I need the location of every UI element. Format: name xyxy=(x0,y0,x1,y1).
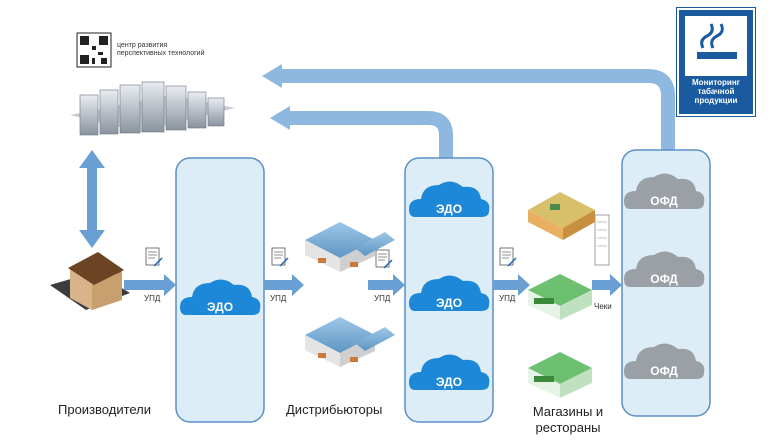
cloud-ofd-1-label: ОФД xyxy=(650,194,678,208)
cigarette-icon xyxy=(697,23,737,59)
store-illustration xyxy=(528,274,592,320)
cloud-edo-1-label: ЭДО xyxy=(435,202,463,216)
cloud-edo-1 xyxy=(409,181,490,217)
tobacco-monitoring-badge: Мониторинг табачной продукции xyxy=(677,8,755,116)
warehouse-illustration xyxy=(305,317,395,367)
qr-code-icon xyxy=(76,32,112,68)
restaurant-illustration xyxy=(528,192,595,240)
document-icon xyxy=(271,247,289,267)
double-arrow-vertical xyxy=(79,150,105,248)
arrow-producers-to-edo xyxy=(124,274,176,296)
cloud-edo-3 xyxy=(409,354,490,390)
caption-producers: Производители xyxy=(58,402,152,417)
caption-distributors: Дистрибьюторы xyxy=(286,402,383,417)
store-illustration xyxy=(528,352,592,398)
qr-spacer xyxy=(77,33,113,67)
arrow-shops-to-ofd xyxy=(592,274,622,296)
producer-building-illustration xyxy=(50,252,130,310)
document-icon xyxy=(145,247,163,267)
cloud-edo-3-label: ЭДО xyxy=(435,375,463,389)
upd-label: УПД xyxy=(270,294,287,303)
brand-text: центр развития перспективных технологий xyxy=(117,42,205,57)
data-center-illustration xyxy=(70,81,235,136)
cloud-ofd-2-label: ОФД xyxy=(650,272,678,286)
badge-title: Мониторинг табачной продукции xyxy=(692,78,740,105)
warehouse-illustration xyxy=(305,222,395,272)
return-arrow-distributors xyxy=(270,106,453,158)
cloud-edo-2-label: ЭДО xyxy=(435,296,463,310)
cloud-ofd-3 xyxy=(624,343,705,379)
upd-label: УПД xyxy=(499,294,516,303)
cloud-ofd-2 xyxy=(624,251,705,287)
brand-logo: центр развития перспективных технологий xyxy=(77,33,217,67)
document-icon xyxy=(375,249,393,269)
cloud-edo-main-label: ЭДО xyxy=(206,300,234,314)
cloud-ofd-1 xyxy=(624,173,705,209)
cloud-ofd-3-label: ОФД xyxy=(650,364,678,378)
cloud-edo-2 xyxy=(409,275,490,311)
upd-label: УПД xyxy=(374,294,391,303)
arrow-distributors-to-edo xyxy=(368,274,405,296)
document-icon xyxy=(499,247,517,267)
return-arrow-ofd xyxy=(262,64,675,150)
no-smoking-icon-frame xyxy=(685,16,747,76)
upd-label: УПД xyxy=(144,294,161,303)
cloud-edo-main xyxy=(180,279,261,315)
arrow-edo-to-distributors xyxy=(264,274,304,296)
caption-shops: Магазины и рестораны xyxy=(532,404,604,435)
arrow-edo-to-shops xyxy=(493,274,530,296)
checks-label: Чеки xyxy=(594,302,612,311)
receipts-icon xyxy=(594,214,610,266)
